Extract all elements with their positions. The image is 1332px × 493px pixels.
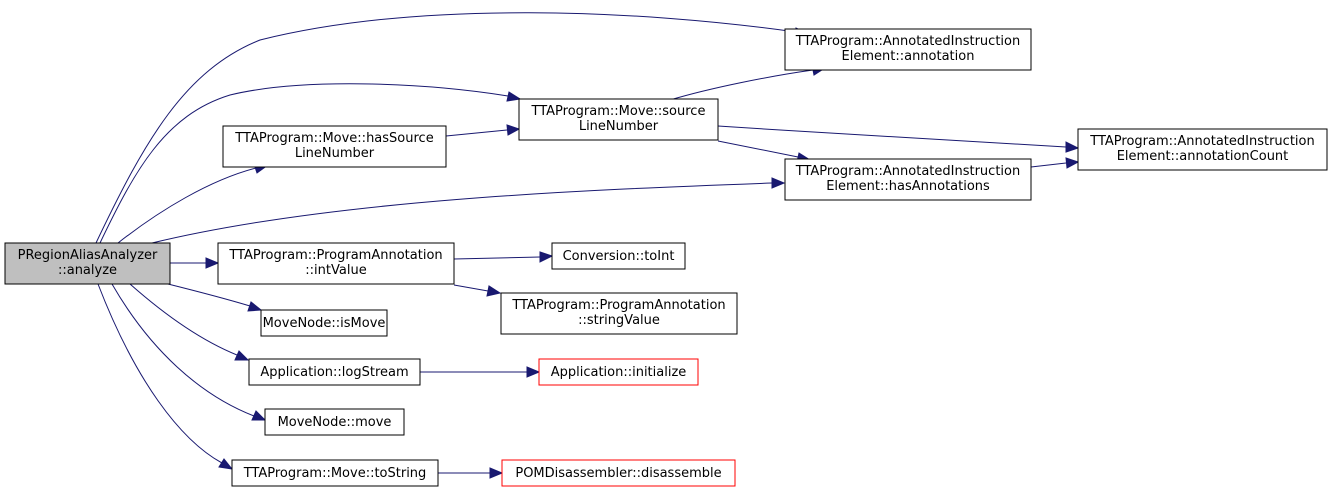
node-label: LineNumber	[295, 146, 375, 161]
node-source-line[interactable]: TTAProgram::Move::source LineNumber	[518, 98, 719, 141]
node-label: TTAProgram::AnnotatedInstruction	[1089, 134, 1314, 149]
edge-arrow	[251, 410, 267, 421]
edge-arrow	[234, 350, 250, 361]
nodes: PRegionAliasAnalyzer ::analyze TTAProgra…	[4, 28, 1328, 487]
edge-analyze-move	[111, 283, 255, 417]
node-label: POMDisassembler::disassemble	[515, 466, 721, 481]
node-label: TTAProgram::Move::source	[531, 104, 706, 119]
node-label: ::analyze	[58, 263, 117, 278]
edge-analyze-annotation	[95, 12, 797, 244]
node-label: Element::hasAnnotations	[826, 179, 990, 194]
node-label: MoveNode::isMove	[263, 316, 386, 331]
edge-arrow	[771, 177, 786, 189]
node-annotation[interactable]: TTAProgram::AnnotatedInstruction Element…	[784, 28, 1032, 71]
edge-has-annotations-annotation-count	[1030, 162, 1067, 168]
edge-analyze-log-stream	[129, 283, 238, 356]
edge-source-line-has-annotations	[717, 140, 799, 158]
edge-int-value-string-value	[453, 284, 489, 292]
edge-int-value-to-int	[453, 256, 541, 260]
edges	[95, 12, 1080, 479]
node-label: Element::annotationCount	[1117, 149, 1289, 164]
edge-arrow	[1065, 157, 1080, 169]
edge-arrow	[526, 366, 541, 378]
node-label: Element::annotation	[842, 49, 975, 64]
node-analyze[interactable]: PRegionAliasAnalyzer ::analyze	[4, 242, 171, 285]
node-label: PRegionAliasAnalyzer	[18, 248, 158, 263]
edge-arrow	[489, 467, 504, 479]
node-is-move[interactable]: MoveNode::isMove	[260, 309, 388, 337]
node-label: TTAProgram::AnnotatedInstruction	[795, 164, 1020, 179]
edge-arrow	[1065, 141, 1080, 153]
edge-arrow	[539, 251, 554, 263]
edge-arrow	[205, 257, 220, 269]
node-move[interactable]: MoveNode::move	[264, 408, 405, 436]
edge-arrow	[218, 458, 234, 470]
node-to-int[interactable]: Conversion::toInt	[551, 242, 686, 270]
edge-source-line-annotation	[669, 69, 814, 101]
node-disassemble[interactable]: POMDisassembler::disassemble	[501, 459, 736, 487]
node-log-stream[interactable]: Application::logStream	[248, 358, 421, 386]
edge-arrow	[247, 301, 263, 312]
node-has-source-line[interactable]: TTAProgram::Move::hasSource LineNumber	[222, 125, 447, 168]
node-label: TTAProgram::AnnotatedInstruction	[795, 34, 1020, 49]
node-label: Application::initialize	[551, 365, 687, 380]
edge-analyze-source-line	[99, 83, 509, 244]
node-has-annotations[interactable]: TTAProgram::AnnotatedInstruction Element…	[784, 158, 1032, 201]
node-label: TTAProgram::ProgramAnnotation	[228, 248, 442, 263]
node-label: Conversion::toInt	[563, 249, 675, 264]
node-initialize[interactable]: Application::initialize	[538, 358, 699, 386]
node-int-value[interactable]: TTAProgram::ProgramAnnotation ::intValue	[217, 242, 455, 285]
node-label: ::intValue	[305, 263, 366, 278]
edge-analyze-to-string	[97, 283, 223, 464]
node-label: ::stringValue	[578, 313, 660, 328]
node-to-string[interactable]: TTAProgram::Move::toString	[231, 459, 439, 487]
edge-source-line-annotation-count	[717, 125, 1067, 148]
node-string-value[interactable]: TTAProgram::ProgramAnnotation ::stringVa…	[500, 292, 738, 335]
edge-analyze-has-source	[117, 167, 257, 244]
node-label: TTAProgram::Move::hasSource	[234, 131, 433, 146]
node-label: LineNumber	[579, 119, 659, 134]
node-label: Application::logStream	[260, 365, 408, 380]
edge-analyze-is-move	[167, 283, 251, 307]
edge-analyze-has-annotations	[151, 182, 773, 244]
edge-arrow	[506, 124, 521, 136]
edge-has-source-source-line	[445, 129, 508, 137]
node-label: TTAProgram::ProgramAnnotation	[511, 298, 725, 313]
node-label: TTAProgram::Move::toString	[243, 466, 427, 481]
edge-arrow	[486, 285, 502, 297]
edge-arrow	[506, 91, 522, 102]
node-label: MoveNode::move	[278, 415, 392, 430]
node-annotation-count[interactable]: TTAProgram::AnnotatedInstruction Element…	[1077, 128, 1328, 171]
